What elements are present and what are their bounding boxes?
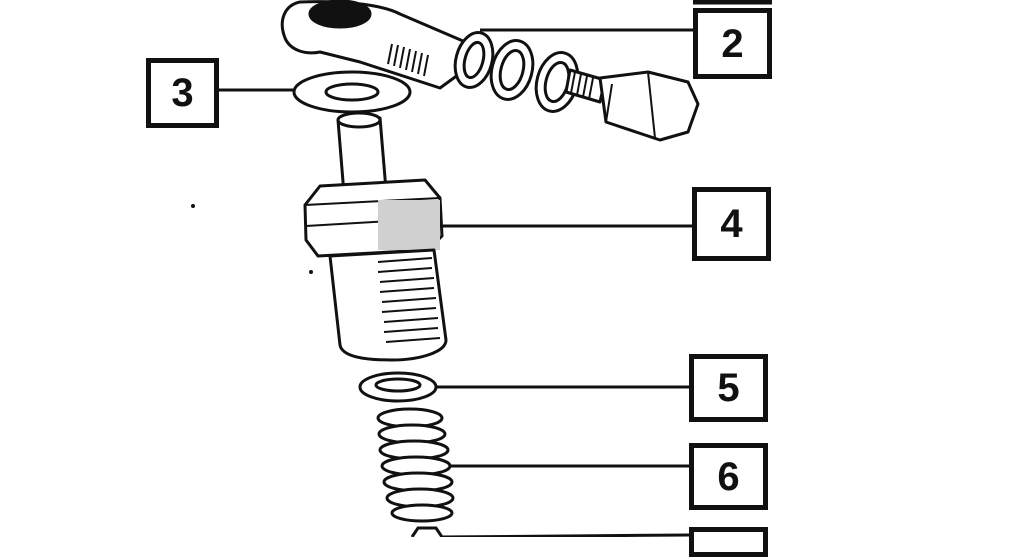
callout-3: 3 [146,58,219,128]
sealing-washer [292,70,412,114]
callout-7 [689,527,768,557]
print-speck [191,204,195,208]
valve-spring [376,407,455,523]
bolt-head [598,70,700,142]
banjo-eye [308,0,372,29]
banjo-union-assembly [280,0,700,142]
callout-6: 6 [689,443,768,510]
callout-4: 4 [692,187,771,261]
holder-threads [377,257,441,343]
valve-holder [303,111,448,362]
print-speck [309,270,313,274]
callout-5: 5 [689,354,768,422]
small-washer [358,371,438,403]
banjo-threads [387,43,429,77]
holder-body [328,248,448,362]
valve-tip-partial [410,526,444,537]
callout-2: 2 [693,8,772,79]
